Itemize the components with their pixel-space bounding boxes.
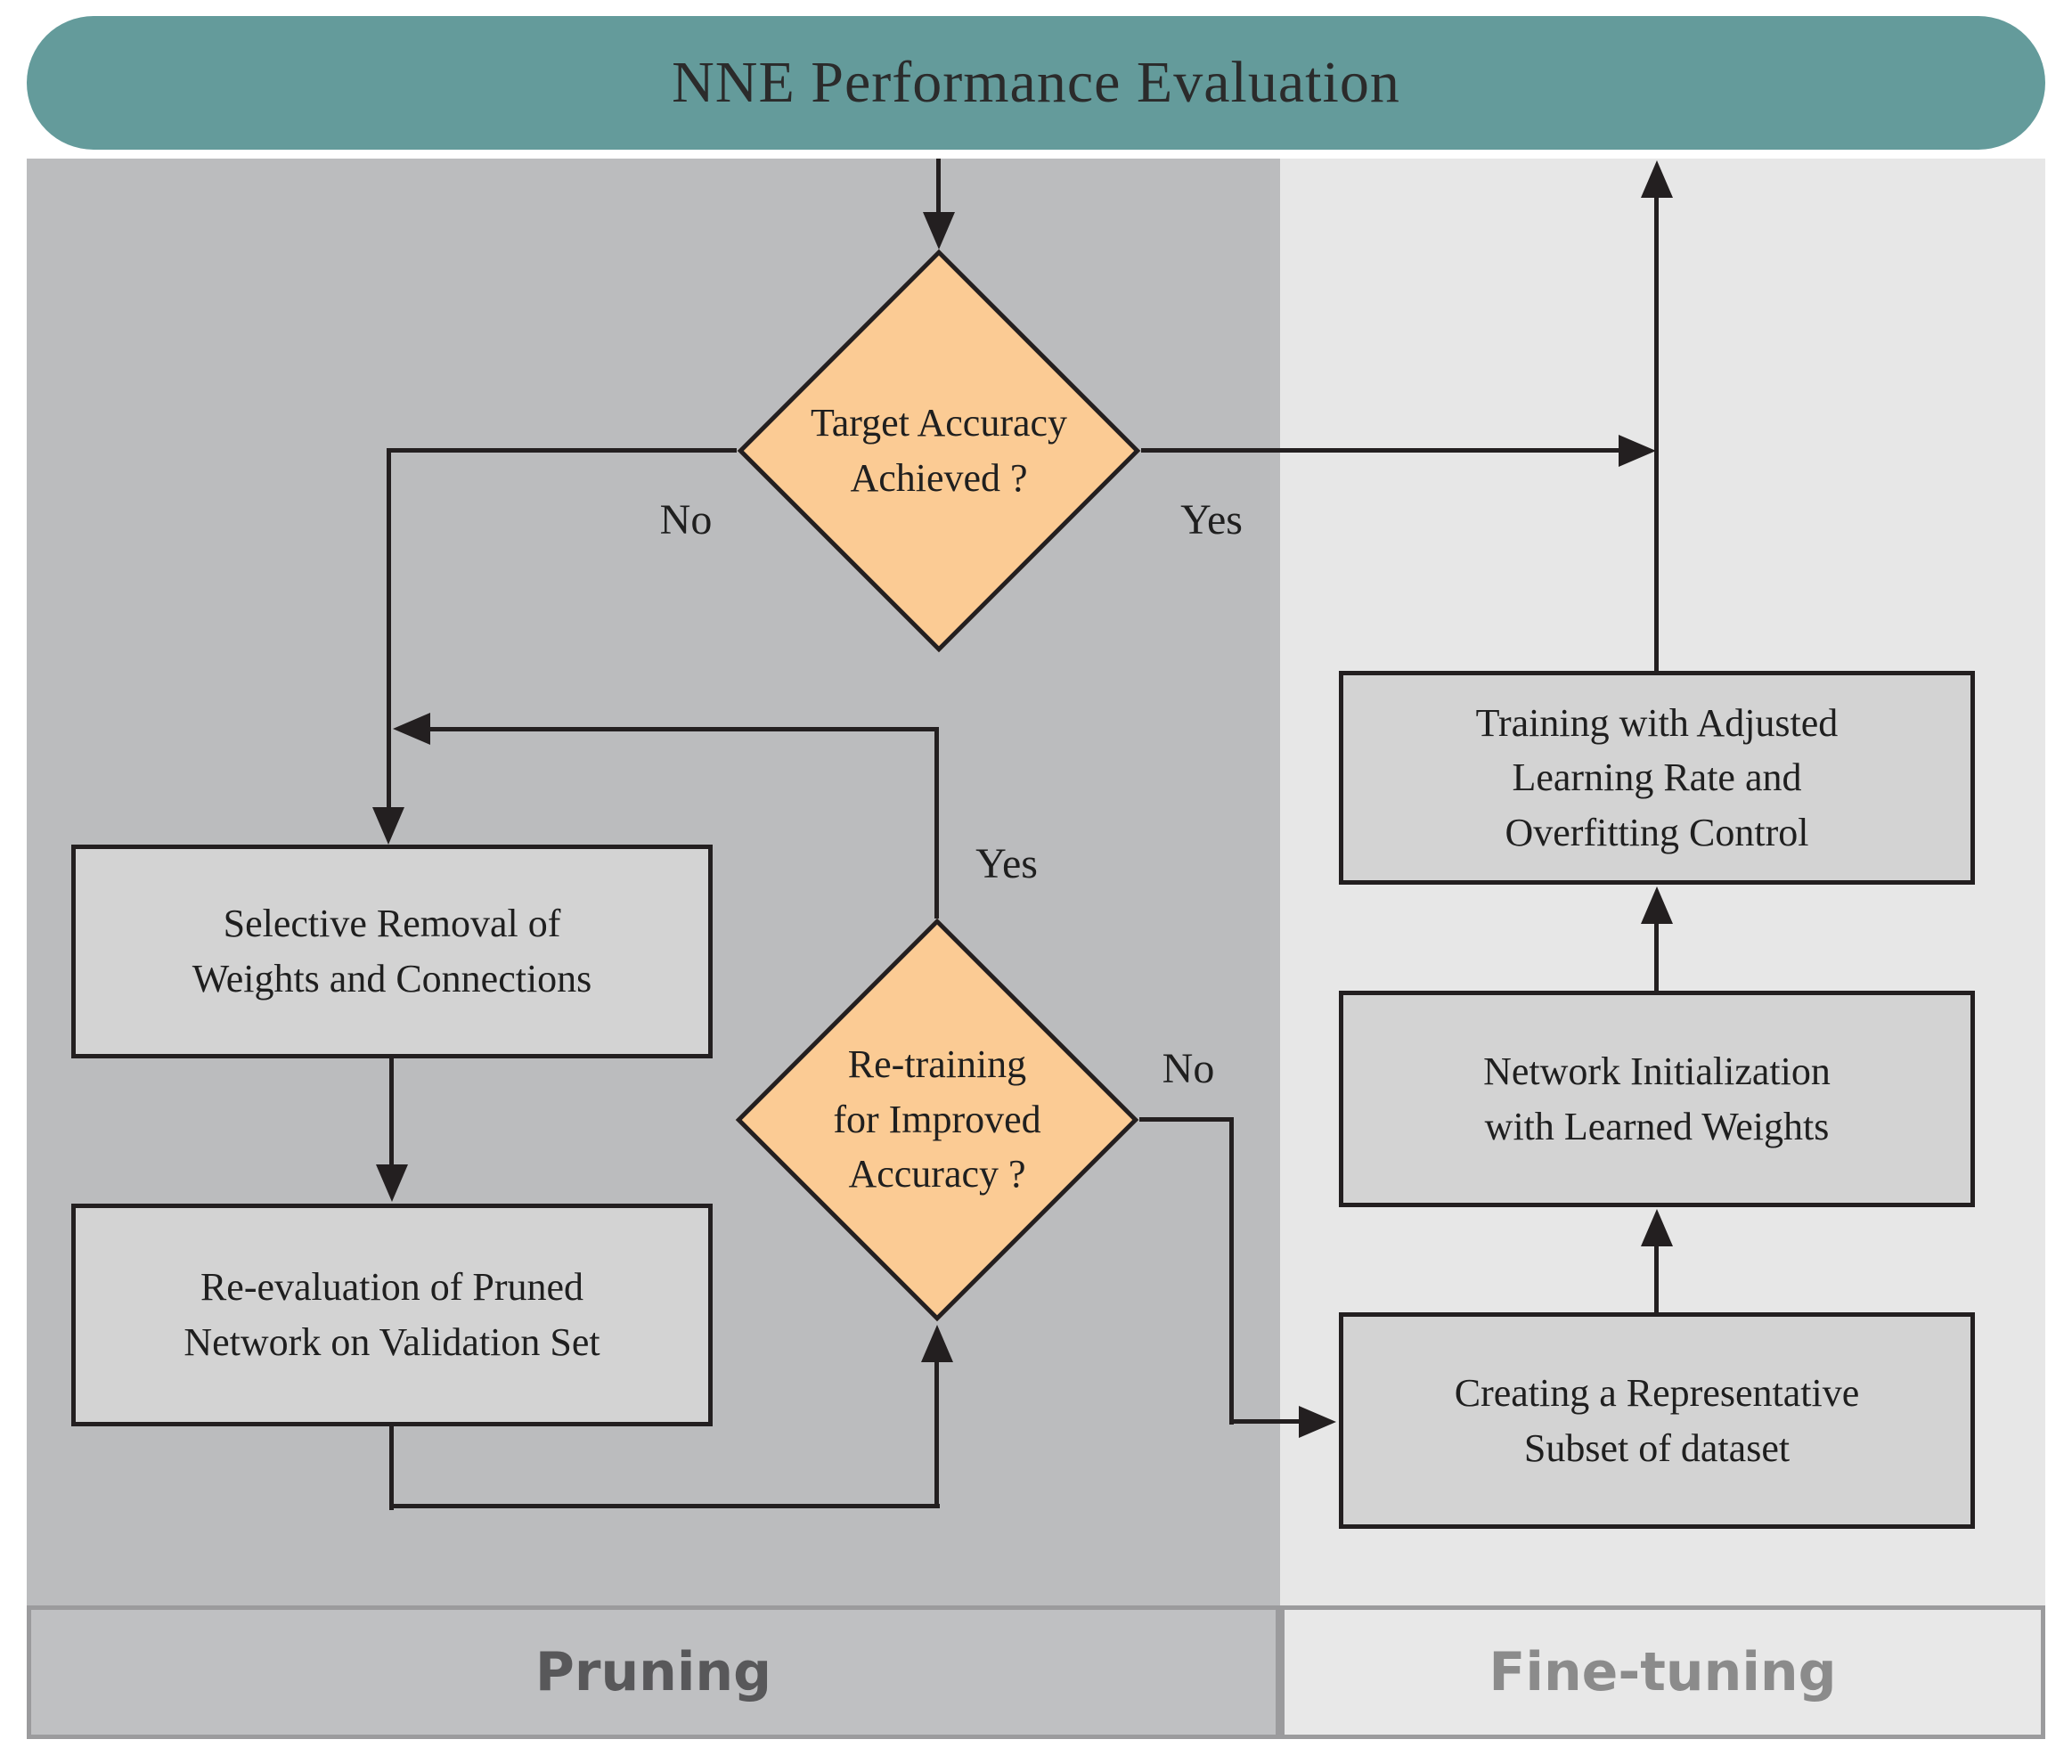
process-network-initialization-label: Network Initialization with Learned Weig… — [1483, 1049, 1831, 1148]
edge-reevaluation-down — [389, 1426, 394, 1510]
label-decision2-no: No — [1162, 1045, 1215, 1092]
edge-subset-to-init — [1654, 1246, 1659, 1312]
arrowhead-into-init — [1641, 1209, 1673, 1246]
footer-fine-tuning-label: Fine-tuning — [1489, 1641, 1837, 1703]
page-title: NNE Performance Evaluation — [672, 50, 1400, 115]
footer-fine-tuning-cell: Fine-tuning — [1280, 1605, 2045, 1739]
process-training-adjusted-label: Training with Adjusted Learning Rate and… — [1475, 700, 1839, 854]
arrowhead-yes-loop — [393, 713, 430, 745]
edge-start-line — [936, 159, 941, 212]
process-selective-removal: Selective Removal of Weights and Connect… — [71, 845, 713, 1058]
arrowhead-yes-into-upflow — [1619, 435, 1656, 467]
edge-decision2-no-h2 — [1229, 1419, 1303, 1424]
process-reevaluation: Re-evaluation of Pruned Network on Valid… — [71, 1204, 713, 1426]
arrowhead-into-decision2 — [921, 1325, 953, 1362]
arrowhead-top-exit — [1641, 160, 1673, 198]
edge-decision1-yes-horizontal — [1141, 448, 1619, 453]
arrowhead-into-subset — [1299, 1406, 1336, 1438]
edge-decision2-yes-horizontal — [428, 727, 937, 731]
edge-selective-to-reevaluation — [389, 1058, 394, 1164]
decision-target-accuracy-label: Target Accuracy Achieved ? — [810, 401, 1068, 500]
arrowhead-into-training — [1641, 886, 1673, 924]
arrowhead-into-decision1 — [923, 212, 955, 249]
process-representative-subset-label: Creating a Representative Subset of data… — [1454, 1370, 1860, 1470]
title-banner: NNE Performance Evaluation — [27, 16, 2045, 150]
edge-decision2-no-vertical — [1229, 1117, 1234, 1425]
edge-decision2-no-h1 — [1139, 1117, 1234, 1122]
process-representative-subset: Creating a Representative Subset of data… — [1339, 1312, 1975, 1529]
arrowhead-into-reevaluation — [376, 1164, 408, 1202]
process-network-initialization: Network Initialization with Learned Weig… — [1339, 991, 1975, 1207]
process-selective-removal-label: Selective Removal of Weights and Connect… — [192, 902, 592, 1000]
edge-up-into-decision2 — [934, 1360, 939, 1508]
edge-training-to-top — [1654, 198, 1659, 671]
label-decision1-yes: Yes — [1180, 496, 1243, 543]
edge-decision1-no-horizontal — [387, 448, 737, 453]
footer-pruning-label: Pruning — [534, 1641, 772, 1703]
footer-pruning-cell: Pruning — [27, 1605, 1280, 1739]
process-reevaluation-label: Re-evaluation of Pruned Network on Valid… — [184, 1265, 600, 1364]
arrowhead-into-selective-removal — [372, 807, 404, 845]
label-decision2-yes: Yes — [975, 840, 1038, 887]
edge-decision1-no-vertical — [387, 448, 391, 807]
edge-decision2-yes-vertical — [934, 727, 939, 919]
label-decision1-no: No — [659, 496, 713, 543]
edge-reevaluation-right — [389, 1504, 940, 1508]
process-training-adjusted: Training with Adjusted Learning Rate and… — [1339, 671, 1975, 885]
decision-retraining-label: Re-training for Improved Accuracy ? — [833, 1042, 1041, 1196]
edge-init-to-training — [1654, 924, 1659, 991]
